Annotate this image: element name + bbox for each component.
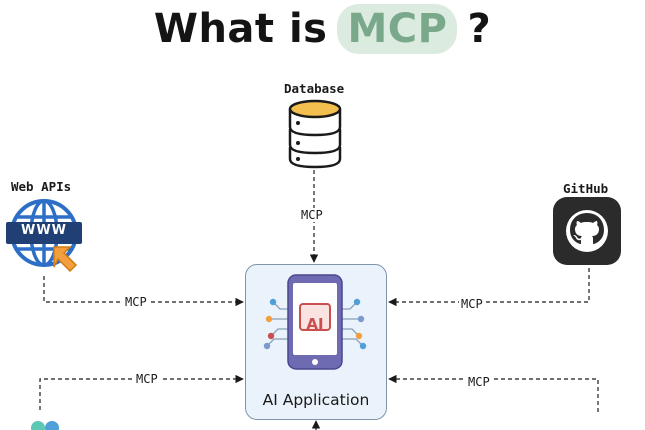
partial-node-icon <box>31 421 59 430</box>
connector-web-apis <box>43 276 244 307</box>
web-apis-label: Web APIs <box>11 179 72 194</box>
mcp-label-web-apis: MCP <box>123 295 149 309</box>
mcp-label-left-bottom: MCP <box>134 372 160 386</box>
ai-application-box: AI AI Application <box>245 264 387 420</box>
mcp-label-database: MCP <box>299 208 325 222</box>
globe-icon <box>6 199 82 273</box>
connector-right-bottom <box>388 374 599 412</box>
connector-github <box>388 268 590 307</box>
database-label: Database <box>284 81 345 96</box>
mcp-label-right-bottom: MCP <box>466 375 492 389</box>
title-prefix: What is <box>153 6 328 52</box>
page-title: What is MCP ? <box>0 4 645 54</box>
connector-left-bottom <box>39 374 244 410</box>
github-icon <box>553 197 621 265</box>
ai-chip-text: AI <box>306 315 324 333</box>
ai-application-label: AI Application <box>262 391 370 409</box>
database-icon <box>288 99 342 169</box>
title-suffix: ? <box>467 6 492 52</box>
title-highlight: MCP <box>337 4 458 54</box>
github-label: GitHub <box>563 181 609 196</box>
www-badge: WWW <box>20 223 68 238</box>
smartphone-icon <box>263 274 367 370</box>
mcp-label-github: MCP <box>459 297 485 311</box>
